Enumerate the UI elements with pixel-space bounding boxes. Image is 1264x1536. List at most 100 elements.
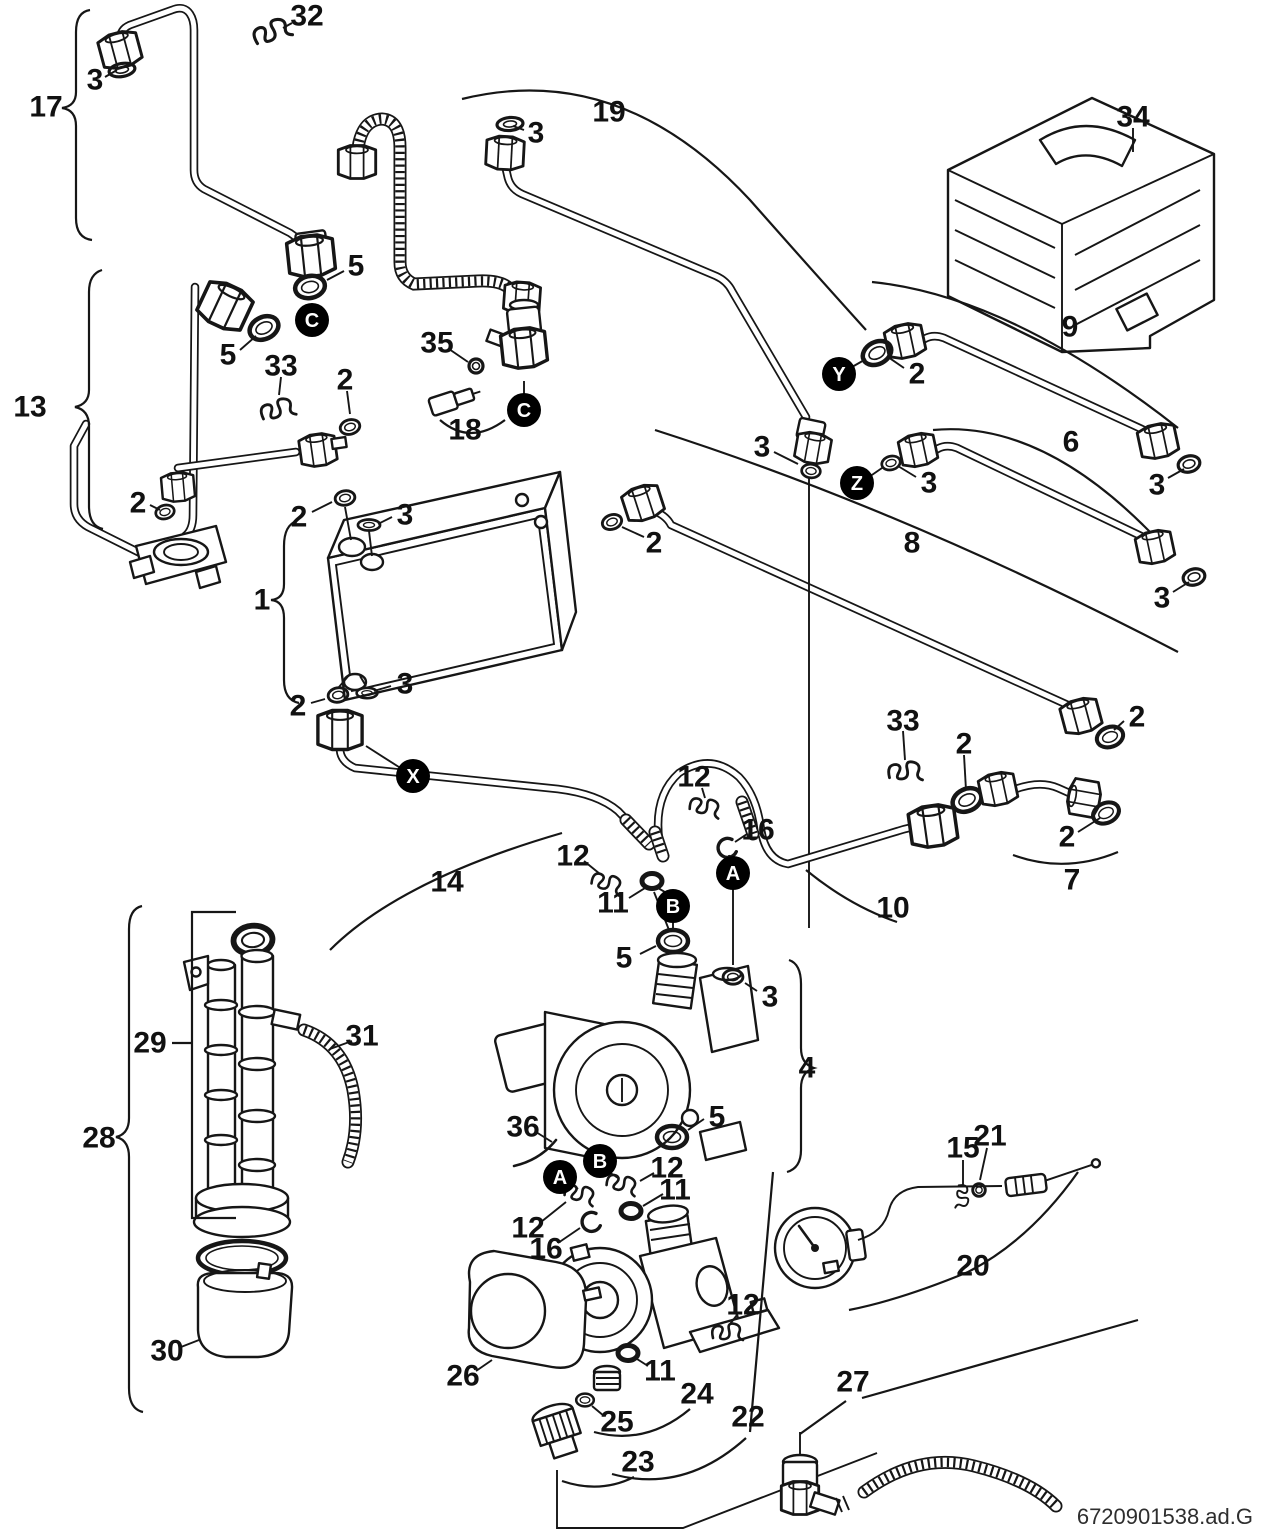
callout-label-2-22: 2 [130,487,147,520]
callout-label-12-53: 12 [726,1289,759,1322]
callout-label-3-17: 3 [1149,469,1166,502]
callout-label-27-62: 27 [836,1366,869,1399]
pipe-8 [598,478,1126,928]
callout-label-23-58: 23 [621,1446,654,1479]
callout-label-18-9: 18 [448,414,481,447]
callout-label-9-13: 9 [1062,311,1079,344]
corrugated-hose-with-valve [336,112,550,417]
callout-label-3-16: 3 [921,467,938,500]
badge-b-marker: B [583,1144,617,1178]
temperature-sensor-18 [427,387,481,417]
callout-label-3-19: 3 [754,431,771,464]
pipe-17-assembly [95,3,338,301]
callout-label-1-25: 1 [254,584,271,617]
callout-label-2-36: 2 [1059,821,1076,854]
callout-label-19-10: 19 [592,96,625,129]
callout-label-5-43: 5 [709,1101,726,1134]
svg-text:B: B [593,1151,607,1173]
siphon-assembly-28 [182,924,363,1359]
callout-label-33-33: 33 [886,705,919,738]
callout-label-33-5: 33 [264,350,297,383]
callout-label-30-51: 30 [150,1335,183,1368]
callout-label-22-56: 22 [731,1401,764,1434]
callout-label-5-4: 5 [220,339,237,372]
svg-text:Y: Y [832,364,846,386]
callout-label-6-15: 6 [1063,426,1080,459]
callout-label-16-47: 16 [529,1233,562,1266]
svg-text:Z: Z [851,473,863,495]
callout-label-36-42: 36 [506,1111,539,1144]
group-brackets [61,8,1179,1488]
pipe-14-with-union [316,708,670,931]
callout-label-11-30: 11 [597,887,629,920]
callout-label-10-38: 10 [876,892,909,925]
diverter-valve-22 [467,1204,878,1529]
svg-text:A: A [553,1167,567,1189]
pump-4 [494,930,760,1168]
badge-y-marker: Y [822,357,856,391]
relief-valve-and-hose-27 [779,1432,1063,1516]
badge-a-marker: A [716,856,750,890]
callout-label-2-26: 2 [290,690,307,723]
callout-label-3-18: 3 [1154,582,1171,615]
callout-label-35-8: 35 [420,327,453,360]
callout-label-2-6: 2 [337,364,354,397]
callout-label-28-50: 28 [82,1122,115,1155]
callout-label-25-57: 25 [600,1406,633,1439]
callout-label-21-60: 21 [973,1120,1006,1153]
pipe-10 [648,759,985,965]
callout-label-11-45: 11 [659,1174,691,1207]
callout-label-17-0: 17 [29,91,62,124]
badge-c-marker: C [507,393,541,427]
callout-label-14-28: 14 [430,866,464,899]
svg-text:C: C [517,400,531,422]
callout-label-3-24: 3 [397,499,414,532]
pipe-19 [484,114,834,480]
badge-x-marker: X [396,759,430,793]
callout-label-4-41: 4 [799,1052,816,1085]
callout-label-5-39: 5 [616,942,633,975]
elbow-pipe-7 [975,768,1122,828]
callout-label-34-12: 34 [1116,101,1150,134]
svg-text:B: B [666,896,680,918]
callout-label-8-20: 8 [904,527,921,560]
callout-label-2-14: 2 [909,358,926,391]
callout-label-26-52: 26 [446,1360,479,1393]
pipe-13-assembly [69,275,363,590]
callout-label-12-44: 12 [650,1152,683,1185]
svg-text:C: C [305,310,319,332]
badge-c-marker: C [295,303,329,337]
svg-text:A: A [726,863,740,885]
callout-label-7-37: 7 [1064,864,1081,897]
callout-label-5-3: 5 [348,250,365,283]
callout-label-2-21: 2 [646,527,663,560]
callout-label-24-55: 24 [680,1378,714,1411]
drawing-number: 6720901538.ad.G [1077,1504,1253,1529]
pressure-gauge-20 [773,1158,1102,1290]
callout-label-2-35: 2 [1129,701,1146,734]
badge-b-marker: B [656,889,690,923]
callout-label-2-34: 2 [956,728,973,761]
callout-label-32-2: 32 [290,0,323,33]
callout-label-12-46: 12 [511,1212,544,1245]
callout-label-2-23: 2 [291,501,308,534]
pipe-6 [878,429,1209,590]
callout-label-3-27: 3 [397,668,414,701]
callout-label-13-7: 13 [13,391,46,424]
badge-z-marker: Z [840,466,874,500]
callout-label-11-54: 11 [644,1355,676,1388]
callout-label-29-48: 29 [133,1027,166,1060]
callout-label-3-40: 3 [762,981,779,1014]
pipe-9 [859,319,1204,477]
mounting-frame-34 [946,96,1216,354]
callout-label-12-32: 12 [677,761,710,794]
callout-label-12-29: 12 [556,840,589,873]
callout-label-31-49: 31 [345,1020,378,1053]
badge-a-marker: A [543,1160,577,1194]
callout-label-3-1: 3 [87,64,104,97]
svg-text:X: X [406,766,420,788]
callout-label-16-31: 16 [741,814,774,847]
